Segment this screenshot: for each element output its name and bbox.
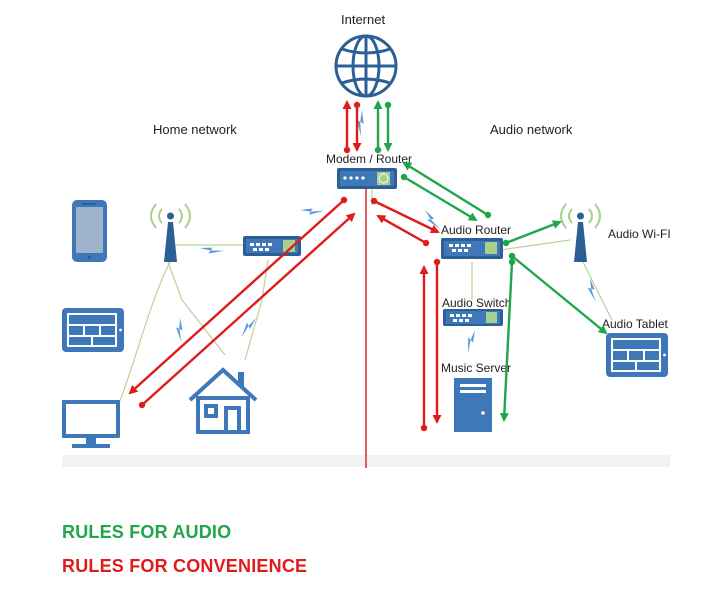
internet-label: Internet xyxy=(341,12,385,27)
smartphone-icon xyxy=(72,200,107,262)
audio-wifi-label: Audio Wi-FI xyxy=(608,227,671,241)
tv-icon xyxy=(62,400,120,448)
router-icon xyxy=(441,238,503,259)
house-icon xyxy=(188,367,258,434)
audio-rule-arrows xyxy=(373,100,608,422)
audio-router-label: Audio Router xyxy=(441,223,511,237)
home-network-label: Home network xyxy=(153,122,237,137)
music-server-label: Music Server xyxy=(441,361,511,375)
server-icon xyxy=(454,378,492,432)
convenience-rule-arrows xyxy=(128,100,442,432)
router-icon xyxy=(337,168,397,189)
legend-audio-rules: RULES FOR AUDIO xyxy=(62,522,232,542)
wifi-antenna-icon xyxy=(150,203,191,262)
modem-router-label: Modem / Router xyxy=(326,152,412,166)
legend-convenience-rules: RULES FOR CONVENIENCE xyxy=(62,556,308,576)
cables xyxy=(117,175,613,406)
tablet-icon xyxy=(606,333,668,377)
switch-icon xyxy=(443,309,503,326)
audio-network-label: Audio network xyxy=(490,122,573,137)
audio-switch-label: Audio Switch xyxy=(442,296,511,310)
wifi-antenna-icon xyxy=(560,203,601,262)
audio-tablet-label: Audio Tablet xyxy=(602,317,668,331)
switch-icon xyxy=(243,236,301,256)
globe-icon xyxy=(334,34,398,98)
tablet-icon xyxy=(62,308,124,352)
